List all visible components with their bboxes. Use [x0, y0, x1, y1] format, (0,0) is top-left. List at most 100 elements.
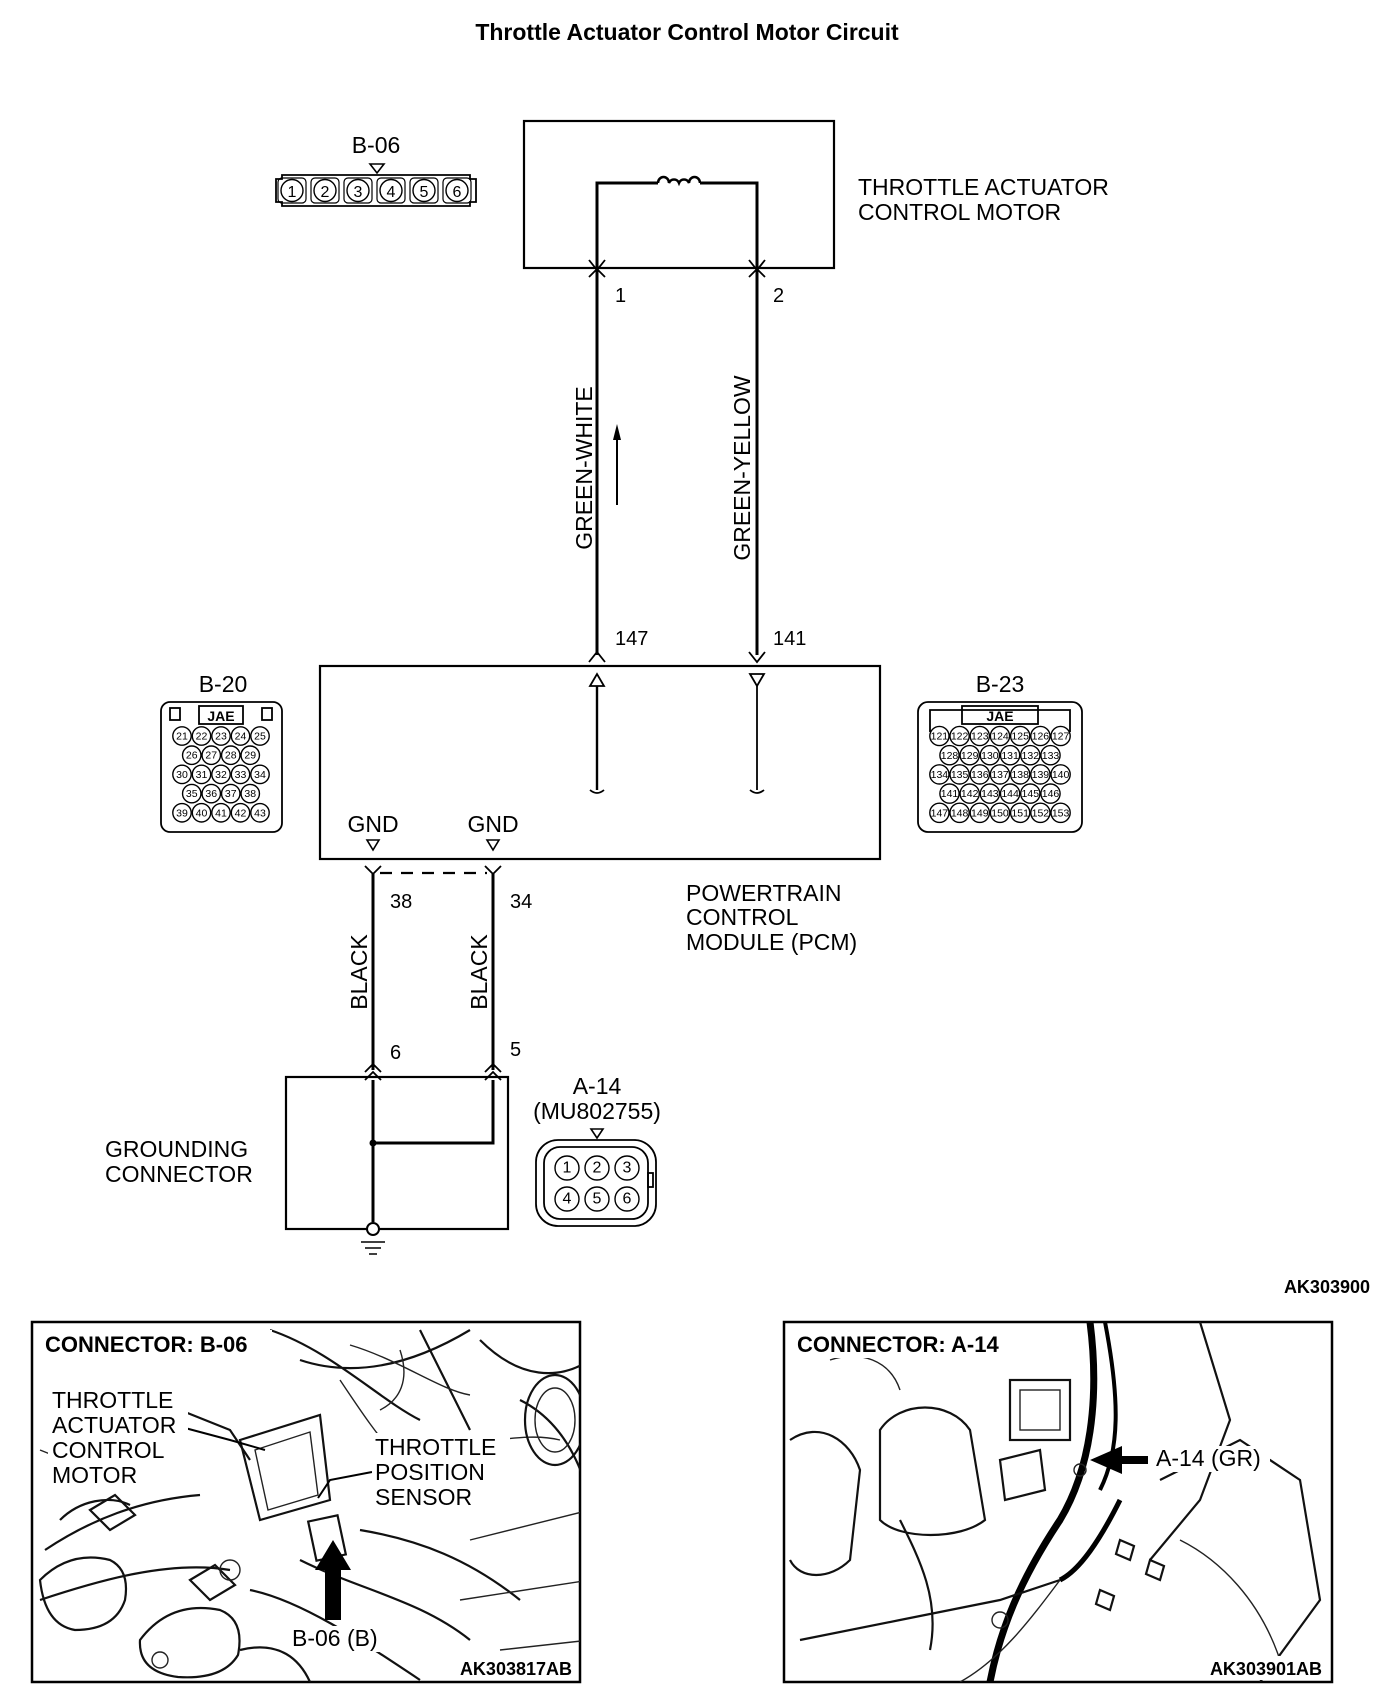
connector-b23-pin: 138: [1009, 764, 1031, 785]
grounding-pin-5: 5: [510, 1039, 521, 1061]
connector-b20-latch-right: [261, 707, 273, 721]
wire-green-yellow-label: GREEN-YELLOW: [729, 375, 755, 561]
connector-b23-pin: 139: [1030, 764, 1051, 785]
connector-b20-housing: [160, 701, 283, 833]
photo-b06-callout-motor: THROTTLE ACTUATOR CONTROL MOTOR: [48, 1387, 188, 1488]
svg-text:6: 6: [623, 1191, 632, 1208]
pcm-label-line2: CONTROL: [686, 904, 799, 930]
svg-text:1: 1: [288, 184, 297, 201]
connector-a14-latch: [647, 1172, 654, 1188]
connector-b20-pin: 24: [230, 726, 251, 746]
svg-text:35: 35: [186, 788, 198, 800]
svg-text:133: 133: [1042, 750, 1060, 762]
connector-b23-pin: 144: [999, 783, 1021, 804]
svg-text:121: 121: [931, 731, 949, 743]
connector-b23-pin: 153: [1050, 802, 1071, 824]
svg-text:5: 5: [420, 184, 429, 201]
connector-a14-key-mark: [589, 1128, 605, 1140]
photo-a14-arrow: [1090, 1446, 1148, 1474]
photo-b06-callout-tps-line1: THROTTLE: [375, 1434, 496, 1460]
motor-coil-symbol: [656, 175, 702, 187]
svg-text:140: 140: [1052, 769, 1070, 781]
pcm-gnd-right-label: GND: [467, 811, 518, 837]
connector-b06-pin: 1: [277, 177, 307, 204]
connector-b23-pin: 123: [969, 725, 991, 747]
svg-text:124: 124: [991, 731, 1009, 743]
connector-b23-pin: 142: [959, 783, 981, 804]
photo-b06-arrow: [315, 1540, 351, 1620]
photo-a14-code: AK303901AB: [1210, 1659, 1322, 1679]
connector-b20-pin: 27: [201, 745, 222, 766]
connector-b23-pin: 151: [1009, 802, 1031, 824]
photo-a14-arrow-label: A-14 (GR): [1156, 1445, 1261, 1471]
svg-text:132: 132: [1022, 750, 1040, 762]
grounding-internal-wiring: [371, 1080, 495, 1222]
pcm-pin34-marker: [484, 865, 502, 876]
connector-b20-brand-plate: [198, 705, 244, 725]
svg-text:142: 142: [961, 788, 979, 800]
svg-text:126: 126: [1032, 731, 1050, 743]
grounding-connector-box: [284, 1075, 510, 1231]
diagram-code: AK303900: [1284, 1277, 1370, 1297]
connector-b23-pin: 143: [979, 783, 1001, 804]
photo-b06-callout-motor-line4: MOTOR: [52, 1462, 137, 1488]
connector-b23-brand-plate: [961, 705, 1039, 725]
svg-text:21: 21: [176, 730, 188, 742]
svg-text:25: 25: [254, 730, 266, 742]
connector-b20-latch-left: [169, 707, 181, 721]
svg-text:127: 127: [1052, 731, 1070, 743]
connector-b20-pin: 36: [201, 783, 222, 804]
motor-internal-wiring: [595, 181, 759, 268]
svg-text:151: 151: [1011, 807, 1029, 819]
grounding-pin5-marker: [484, 1062, 502, 1073]
connector-b20-brand: JAE: [207, 708, 234, 724]
connector-b20-pin: 33: [230, 764, 251, 785]
svg-text:123: 123: [971, 731, 989, 743]
pcm-pin-147: 147: [615, 628, 648, 650]
svg-text:29: 29: [244, 750, 256, 762]
connector-b20-pin: 31: [191, 764, 212, 785]
connector-b23-pin: 132: [1020, 744, 1041, 766]
motor-pin2-marker-lower: [748, 267, 766, 278]
svg-text:141: 141: [941, 788, 959, 800]
grounding-pin6-marker: [364, 1062, 382, 1073]
pcm-label-line3: MODULE (PCM): [686, 929, 857, 955]
connector-b23-pin: 146: [1040, 783, 1061, 804]
pcm-internal-141-end: [749, 789, 765, 794]
svg-text:146: 146: [1042, 788, 1060, 800]
connector-b23-pin: 129: [959, 744, 981, 766]
svg-text:125: 125: [1011, 731, 1029, 743]
photo-b06-title-bg: [40, 1330, 272, 1358]
svg-text:38: 38: [244, 788, 256, 800]
connector-b23-pin: 121: [929, 725, 950, 747]
connector-b23-pin: 127: [1050, 725, 1071, 747]
connector-b06-key-mark: [368, 163, 386, 175]
svg-text:37: 37: [225, 788, 237, 800]
connector-b23-pin: 128: [939, 744, 960, 766]
connector-b23-pin: 152: [1030, 802, 1051, 824]
photo-b06-callout-tps-leader: [317, 1471, 373, 1499]
connector-b23-pin: 124: [989, 725, 1011, 747]
motor-box: [522, 119, 836, 270]
pcm-pin141-marker: [748, 651, 766, 664]
svg-text:139: 139: [1032, 769, 1050, 781]
svg-text:4: 4: [387, 184, 396, 201]
svg-text:129: 129: [961, 750, 979, 762]
motor-pin-2: 2: [773, 285, 784, 307]
svg-text:149: 149: [971, 807, 989, 819]
connector-b23-pin: 148: [949, 802, 970, 824]
svg-text:32: 32: [215, 769, 227, 781]
photo-b06-callout-motor-line1: THROTTLE: [52, 1387, 173, 1413]
grounding-junction: [369, 1139, 377, 1147]
connector-a14-name: A-14: [573, 1073, 622, 1099]
photo-b06-arrow-label: B-06 (B): [292, 1625, 378, 1651]
connector-b20-pin: 23: [211, 726, 231, 746]
svg-text:2: 2: [593, 1160, 602, 1177]
svg-text:5: 5: [593, 1191, 602, 1208]
svg-text:138: 138: [1011, 769, 1029, 781]
svg-text:26: 26: [186, 750, 198, 762]
connector-b20-pin: 43: [250, 802, 270, 823]
motor-label-line1: THROTTLE ACTUATOR: [858, 174, 1109, 200]
photo-b06-callout-motor-line3: CONTROL: [52, 1437, 165, 1463]
